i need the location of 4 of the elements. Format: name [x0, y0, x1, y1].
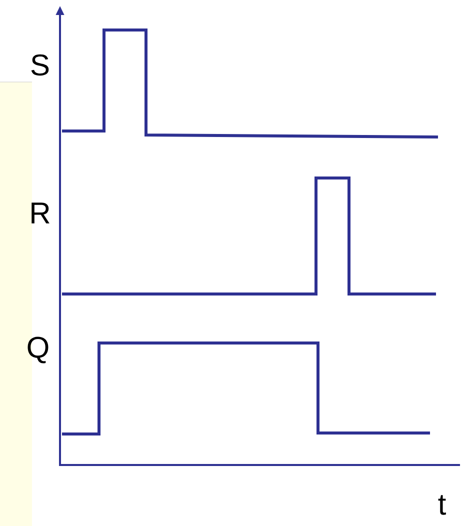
signal-label: S: [31, 54, 49, 76]
axis-label: t: [438, 495, 446, 515]
signal-label: Q: [28, 336, 48, 364]
signal-label: R: [32, 202, 50, 224]
